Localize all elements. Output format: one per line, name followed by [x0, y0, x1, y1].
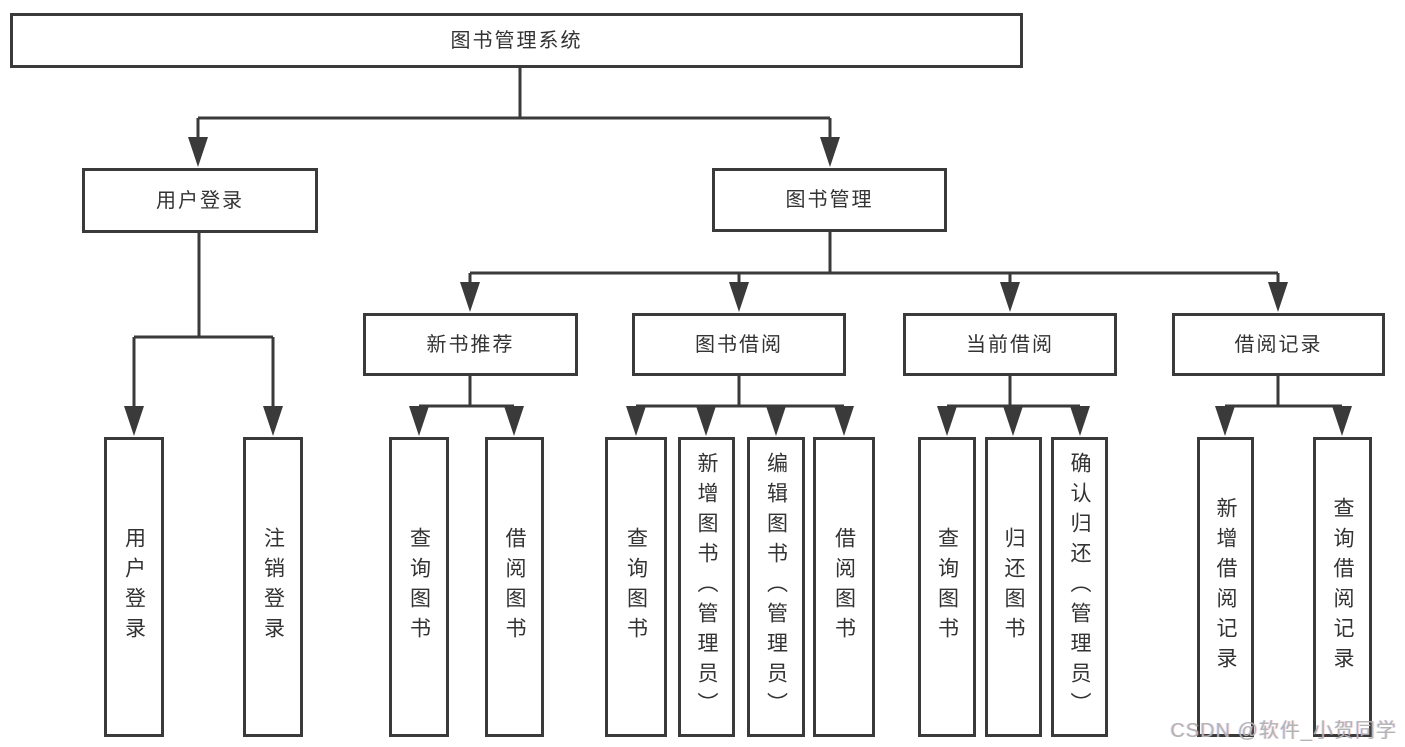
leaf-borrow-books-recommend: 借阅图书	[485, 437, 544, 737]
leaf-label: 新增图书（管理员）	[695, 452, 718, 722]
leaf-confirm-return-admin: 确认归还（管理员）	[1051, 437, 1108, 737]
node-new-book-recommend: 新书推荐	[363, 313, 578, 376]
node-borrowing-records: 借阅记录	[1172, 313, 1385, 376]
node-current-borrowing: 当前借阅	[903, 313, 1117, 376]
leaf-query-books-current: 查询图书	[918, 437, 976, 737]
leaf-user-login: 用户登录	[104, 437, 164, 737]
leaf-label: 用户登录	[122, 527, 146, 647]
leaf-query-books-recommend: 查询图书	[389, 437, 449, 737]
node-book-borrowing: 图书借阅	[632, 313, 846, 376]
leaf-label: 注销登录	[261, 527, 285, 647]
csdn-watermark: CSDN @软件_小贺同学	[1170, 720, 1397, 742]
node-user-login: 用户登录	[82, 168, 318, 233]
leaf-return-books: 归还图书	[985, 437, 1042, 737]
leaf-add-book-admin: 新增图书（管理员）	[678, 437, 735, 737]
leaf-query-borrow-record: 查询借阅记录	[1313, 437, 1372, 737]
leaf-label: 查询图书	[407, 527, 431, 647]
leaf-label: 新增借阅记录	[1214, 497, 1237, 677]
leaf-edit-book-admin: 编辑图书（管理员）	[747, 437, 805, 737]
node-library-management-system: 图书管理系统	[10, 13, 1023, 68]
leaf-label: 归还图书	[1002, 527, 1025, 647]
node-book-management: 图书管理	[712, 168, 947, 232]
leaf-label: 借阅图书	[503, 527, 526, 647]
leaf-borrow-books: 借阅图书	[813, 437, 875, 737]
leaf-logout: 注销登录	[243, 437, 303, 737]
leaf-add-borrow-record: 新增借阅记录	[1197, 437, 1254, 737]
leaf-query-books-borrow: 查询图书	[605, 437, 667, 737]
leaf-label: 确认归还（管理员）	[1068, 452, 1091, 722]
leaf-label: 查询借阅记录	[1331, 497, 1354, 677]
leaf-label: 借阅图书	[832, 527, 856, 647]
leaf-label: 查询图书	[935, 527, 959, 647]
leaf-label: 查询图书	[624, 527, 648, 647]
leaf-label: 编辑图书（管理员）	[764, 452, 788, 722]
